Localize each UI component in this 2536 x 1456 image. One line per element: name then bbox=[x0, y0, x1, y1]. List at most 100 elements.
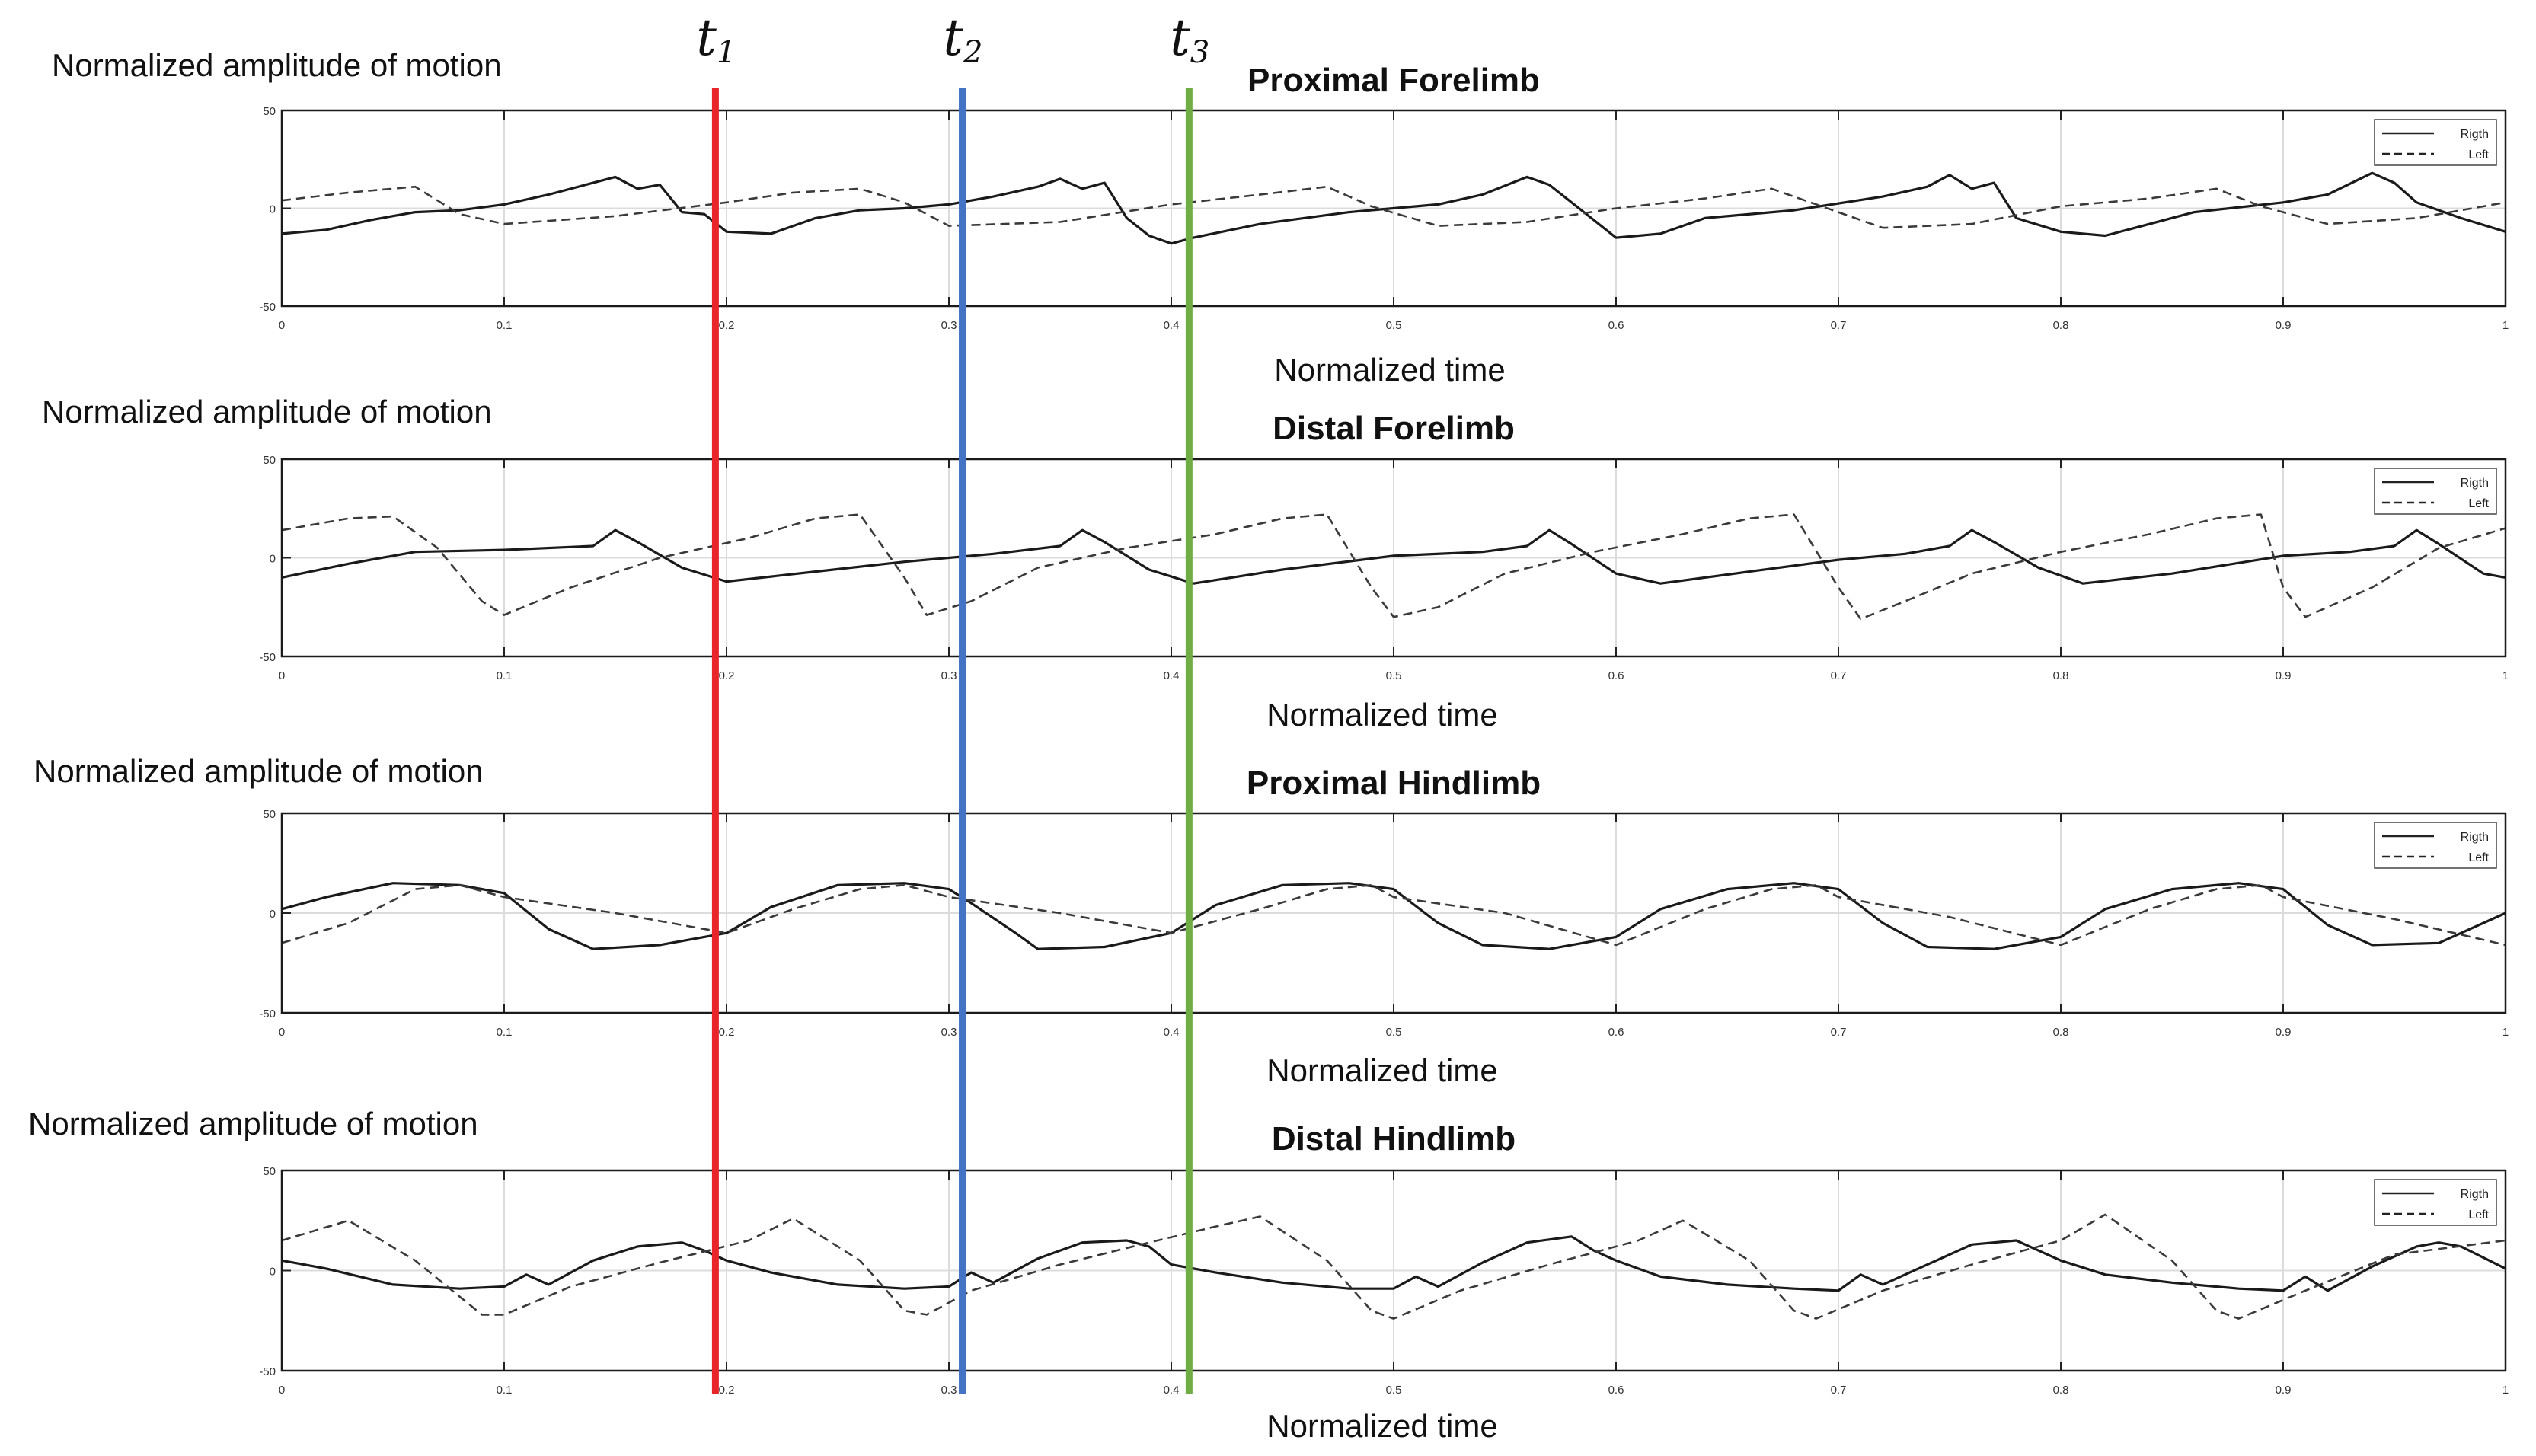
x-tick-label: 0.4 bbox=[1164, 1384, 1180, 1397]
series-right-line bbox=[281, 1235, 2506, 1292]
x-tick-label: 0.9 bbox=[2276, 1384, 2292, 1397]
legend-label: Left bbox=[2468, 148, 2489, 161]
x-tick-label: 0.6 bbox=[1608, 1384, 1624, 1397]
x-axis-label: Normalized time bbox=[1266, 697, 1497, 733]
x-tick-label: 0.4 bbox=[1164, 319, 1180, 332]
x-tick-label: 0.5 bbox=[1386, 669, 1402, 682]
x-tick-label: 0.8 bbox=[2053, 319, 2069, 332]
x-tick-label: 0.3 bbox=[941, 319, 957, 332]
y-axis-label: Normalized amplitude of motion bbox=[34, 753, 484, 789]
x-tick-label: 0.5 bbox=[1386, 319, 1402, 332]
y-axis-label: Normalized amplitude of motion bbox=[28, 1106, 478, 1141]
x-tick-label: 0.6 bbox=[1608, 1026, 1624, 1039]
marker-symbol: t bbox=[696, 8, 717, 67]
x-tick-label: 0.6 bbox=[1608, 319, 1624, 332]
x-tick-label: 1 bbox=[2502, 1026, 2509, 1039]
x-tick-label: 0.2 bbox=[719, 669, 735, 682]
x-tick-label: 0.4 bbox=[1164, 1026, 1180, 1039]
y-axis-label: Normalized amplitude of motion bbox=[52, 47, 502, 83]
y-tick-label: 50 bbox=[263, 808, 276, 821]
x-tick-label: 0.9 bbox=[2276, 1026, 2292, 1039]
marker-subscript: 2 bbox=[963, 35, 982, 70]
x-tick-label: 0 bbox=[279, 1384, 285, 1397]
legend-box bbox=[2374, 822, 2497, 869]
series-right-line bbox=[281, 171, 2506, 245]
y-tick-label: 0 bbox=[270, 553, 276, 566]
marker-subscript: 3 bbox=[1190, 35, 1209, 70]
x-tick-label: 0.3 bbox=[941, 1384, 957, 1397]
series-right-line bbox=[281, 882, 2506, 950]
x-tick-label: 0.3 bbox=[941, 669, 957, 682]
y-tick-label: 50 bbox=[263, 105, 276, 118]
y-tick-label: 0 bbox=[270, 1266, 276, 1279]
legend-box bbox=[2374, 468, 2497, 515]
y-tick-label: 50 bbox=[263, 1165, 276, 1178]
x-tick-label: 0.7 bbox=[1831, 319, 1847, 332]
series-left-line bbox=[281, 513, 2506, 621]
legend-box bbox=[2374, 119, 2497, 166]
y-tick-label: -50 bbox=[259, 651, 276, 664]
x-tick-label: 0.5 bbox=[1386, 1384, 1402, 1397]
x-tick-label: 0.7 bbox=[1831, 1384, 1847, 1397]
x-tick-label: 0 bbox=[279, 669, 285, 682]
x-axis-label: Normalized time bbox=[1266, 1052, 1497, 1088]
x-tick-label: 0 bbox=[279, 1026, 285, 1039]
legend-box bbox=[2374, 1179, 2497, 1226]
panel-title: Distal Hindlimb bbox=[1272, 1120, 1516, 1157]
series-left-line bbox=[281, 1213, 2506, 1320]
y-tick-label: 50 bbox=[263, 454, 276, 467]
time-marker-label-t3: t3 bbox=[1170, 8, 1209, 70]
time-marker-label-t1: t1 bbox=[696, 8, 736, 70]
x-tick-label: 0.2 bbox=[719, 1026, 735, 1039]
x-tick-label: 0.1 bbox=[497, 669, 513, 682]
series-left-line bbox=[281, 884, 2506, 947]
y-tick-label: -50 bbox=[259, 301, 276, 314]
panel-title: Proximal Forelimb bbox=[1247, 62, 1540, 99]
x-tick-label: 0.7 bbox=[1831, 1026, 1847, 1039]
x-tick-label: 0.6 bbox=[1608, 669, 1624, 682]
x-tick-label: 0.7 bbox=[1831, 669, 1847, 682]
x-tick-label: 0.8 bbox=[2053, 669, 2069, 682]
x-tick-label: 0.1 bbox=[497, 1384, 513, 1397]
time-marker-label-t2: t2 bbox=[944, 8, 983, 70]
legend-label: Rigth bbox=[2461, 831, 2489, 844]
x-axis-label: Normalized time bbox=[1266, 1408, 1497, 1444]
x-tick-label: 0.2 bbox=[719, 1384, 735, 1397]
x-tick-label: 0.8 bbox=[2053, 1384, 2069, 1397]
legend-label: Left bbox=[2468, 851, 2489, 864]
y-tick-label: 0 bbox=[270, 203, 276, 216]
marker-symbol: t bbox=[944, 8, 964, 67]
x-tick-label: 0.3 bbox=[941, 1026, 957, 1039]
x-tick-label: 0.2 bbox=[719, 319, 735, 332]
x-tick-label: 0.9 bbox=[2276, 319, 2292, 332]
plot-frame bbox=[280, 109, 2507, 308]
panel-title: Proximal Hindlimb bbox=[1247, 765, 1541, 802]
x-tick-label: 0.4 bbox=[1164, 669, 1180, 682]
plot-frame bbox=[280, 812, 2507, 1014]
x-axis-label: Normalized time bbox=[1274, 352, 1505, 388]
plot-frame bbox=[280, 458, 2507, 658]
x-tick-label: 0.1 bbox=[497, 319, 513, 332]
y-tick-label: -50 bbox=[259, 1007, 276, 1020]
panel-title: Distal Forelimb bbox=[1273, 410, 1515, 447]
marker-subscript: 1 bbox=[717, 35, 736, 70]
x-tick-label: 0.1 bbox=[497, 1026, 513, 1039]
x-tick-label: 0 bbox=[279, 319, 285, 332]
y-tick-label: -50 bbox=[259, 1365, 276, 1378]
x-tick-label: 0.9 bbox=[2276, 669, 2292, 682]
x-tick-label: 1 bbox=[2502, 669, 2509, 682]
legend-label: Left bbox=[2468, 1209, 2489, 1221]
legend-label: Rigth bbox=[2461, 1188, 2489, 1201]
marker-symbol: t bbox=[1170, 8, 1190, 67]
y-axis-label: Normalized amplitude of motion bbox=[42, 394, 492, 429]
x-tick-label: 0.8 bbox=[2053, 1026, 2069, 1039]
x-tick-label: 0.5 bbox=[1386, 1026, 1402, 1039]
